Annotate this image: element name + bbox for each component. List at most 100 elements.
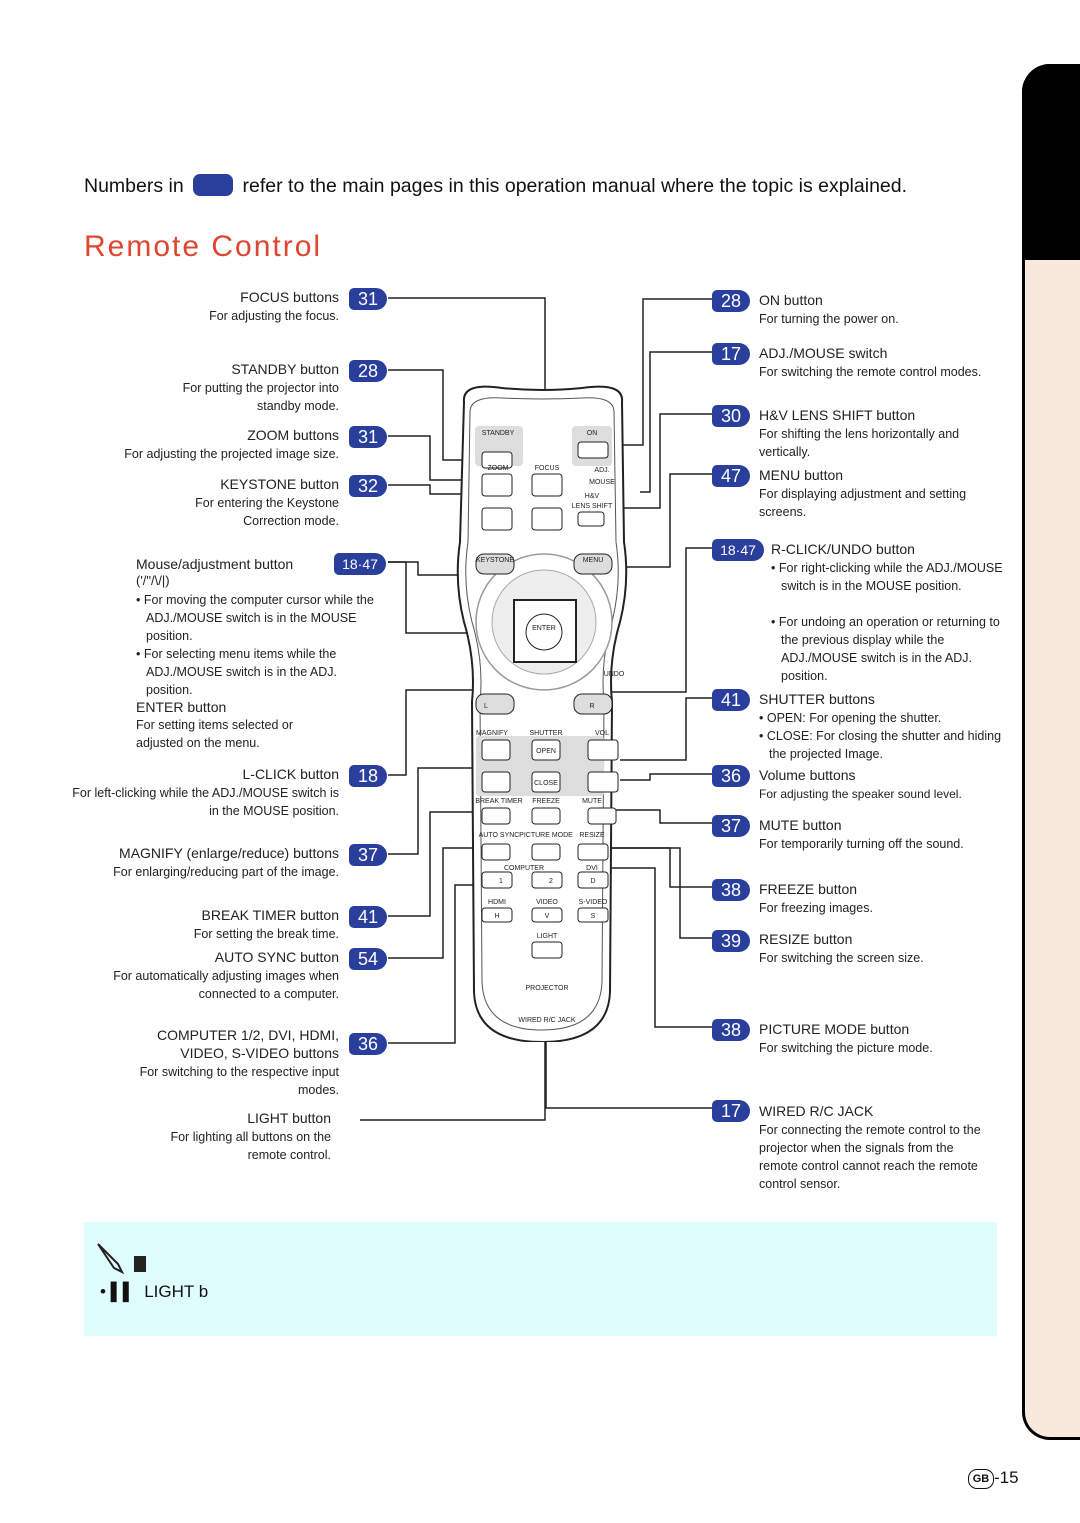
- light-label: LIGHT button: [247, 1110, 331, 1126]
- auto-sync-label: AUTO SYNC button: [214, 949, 339, 965]
- rc-hdmi: HDMI: [488, 899, 506, 906]
- rc-focus: FOCUS: [535, 465, 560, 472]
- page-ref: 31: [349, 426, 387, 448]
- input-buttons-desc: For switching to the respective input mo…: [139, 1065, 339, 1097]
- shutter-bullet: • OPEN: For opening the shutter.: [759, 711, 942, 725]
- enter-desc: For setting items selected or adjusted o…: [136, 718, 294, 750]
- magnify-desc: For enlarging/reducing part of the image…: [113, 865, 339, 879]
- intro-text: Numbers in refer to the main pages in th…: [84, 174, 907, 198]
- remote-control-illustration: STANDBY ON ZOOM FOCUS ADJ. MOUSE H&V L EN…: [456, 385, 628, 1042]
- focus-desc: For adjusting the focus.: [209, 309, 339, 323]
- page-ref: 41: [349, 906, 387, 928]
- rc-picture-mode: PICTURE MODE: [519, 832, 573, 839]
- rc-hv: H&V: [585, 493, 600, 500]
- auto-sync-desc: For automatically adjusting images when …: [113, 969, 339, 1001]
- rc-adj: ADJ.: [594, 467, 609, 474]
- page-ref: 41: [712, 689, 750, 711]
- page-ref: 17: [712, 343, 750, 365]
- rc-c1: 1: [499, 878, 503, 885]
- resize-desc: For switching the screen size.: [759, 951, 924, 965]
- on-desc: For turning the power on.: [759, 312, 899, 326]
- rc-vol: VOL: [595, 730, 609, 737]
- rclick-bullet: • For right-clicking while the ADJ./MOUS…: [771, 561, 1003, 593]
- page-ref: 39: [712, 930, 750, 952]
- page-ref: 38: [712, 879, 750, 901]
- light-desc: For lighting all buttons on the remote c…: [170, 1130, 331, 1162]
- page-ref: 36: [712, 765, 750, 787]
- lclick-desc: For left-clicking while the ADJ./MOUSE s…: [72, 786, 339, 818]
- input-buttons-label: COMPUTER 1/2, DVI, HDMI,: [156, 1027, 339, 1043]
- rc-v: V: [545, 913, 550, 920]
- shutter-label: SHUTTER buttons: [759, 691, 875, 707]
- page-ref: 18·47: [712, 539, 764, 561]
- zoom-desc: For adjusting the projected image size.: [124, 447, 339, 461]
- rclick-label: R-CLICK/UNDO button: [771, 541, 915, 557]
- break-timer-label: BREAK TIMER button: [201, 907, 339, 923]
- enter-label: ENTER button: [136, 699, 227, 715]
- mouse-adj-label: Mouse/adjustment button: [136, 556, 294, 572]
- page-ref: 37: [349, 844, 387, 866]
- note-text: • ▌▌ LIGHT b: [100, 1282, 209, 1301]
- resize-label: RESIZE button: [759, 931, 853, 947]
- page-ref: 38: [712, 1019, 750, 1041]
- rc-shutter: SHUTTER: [529, 730, 562, 737]
- page-ref: 18: [349, 765, 387, 787]
- rc-mouse: MOUSE: [589, 479, 615, 486]
- rc-projector: PROJECTOR: [525, 985, 568, 992]
- on-label: ON button: [759, 292, 823, 308]
- picture-mode-desc: For switching the picture mode.: [759, 1041, 933, 1055]
- page-ref: 17: [712, 1100, 750, 1122]
- focus-label: FOCUS buttons: [240, 289, 339, 305]
- rc-wired: WIRED R/C JACK: [518, 1017, 576, 1024]
- rc-on: ON: [587, 430, 598, 437]
- page-ref: 54: [349, 948, 387, 970]
- adj-mouse-desc: For switching the remote control modes.: [759, 365, 982, 379]
- note-box: [84, 1222, 997, 1336]
- rc-standby: STANDBY: [482, 430, 515, 437]
- note-pencil-icon: [97, 1243, 146, 1275]
- rc-light: LIGHT: [537, 933, 558, 940]
- page-title: Remote Control: [84, 230, 323, 263]
- rc-d: D: [590, 878, 595, 885]
- adj-mouse-label: ADJ./MOUSE switch: [759, 345, 888, 361]
- picture-mode-label: PICTURE MODE button: [759, 1021, 910, 1037]
- intro-suffix: refer to the main pages in this operatio…: [242, 175, 908, 197]
- rclick-bullet: • For undoing an operation or returning …: [771, 615, 1000, 683]
- rc-c2: 2: [549, 878, 553, 885]
- page-ref: 28: [712, 290, 750, 312]
- page-ref: 30: [712, 405, 750, 427]
- region-badge: GB: [968, 1469, 994, 1489]
- keystone-label: KEYSTONE button: [220, 476, 339, 492]
- menu-desc: For displaying adjustment and setting sc…: [759, 487, 967, 519]
- page-badge-sample: [193, 174, 234, 196]
- rc-dvi: DVI: [586, 865, 598, 872]
- input-buttons-label2: VIDEO, S-VIDEO buttons: [180, 1045, 339, 1061]
- page-ref: 18·47: [334, 553, 386, 575]
- rc-video: VIDEO: [536, 899, 558, 906]
- rc-zoom: ZOOM: [488, 465, 509, 472]
- side-tab: [1022, 64, 1080, 1440]
- break-timer-desc: For setting the break time.: [193, 927, 339, 941]
- side-tab-header: [1022, 64, 1080, 260]
- lclick-label: L-CLICK button: [242, 766, 340, 782]
- mute-desc: For temporarily turning off the sound.: [759, 837, 964, 851]
- lens-shift-desc: For shifting the lens horizontally and v…: [759, 427, 960, 459]
- rc-break-timer: BREAK TIMER: [475, 798, 522, 805]
- rc-menu: MENU: [583, 557, 604, 564]
- wired-label: WIRED R/C JACK: [759, 1103, 874, 1119]
- shutter-bullet: • CLOSE: For closing the shutter and hid…: [759, 729, 1002, 761]
- standby-desc: For putting the projector into standby m…: [182, 381, 339, 413]
- rc-l: L: [484, 703, 488, 710]
- magnify-label: MAGNIFY (enlarge/reduce) buttons: [119, 845, 339, 861]
- page-ref: 47: [712, 465, 750, 487]
- rc-s: S: [591, 913, 596, 920]
- page-ref: 31: [349, 288, 387, 310]
- rc-h: H: [494, 913, 499, 920]
- rc-mute: MUTE: [582, 798, 602, 805]
- intro-prefix: Numbers in: [84, 175, 184, 197]
- rc-enter: ENTER: [532, 625, 556, 632]
- rc-close: CLOSE: [534, 780, 558, 787]
- standby-label: STANDBY button: [231, 361, 339, 377]
- wired-desc: For connecting the remote control to the…: [759, 1123, 981, 1191]
- mouse-adj-bullet: • For selecting menu items while the ADJ…: [136, 647, 338, 697]
